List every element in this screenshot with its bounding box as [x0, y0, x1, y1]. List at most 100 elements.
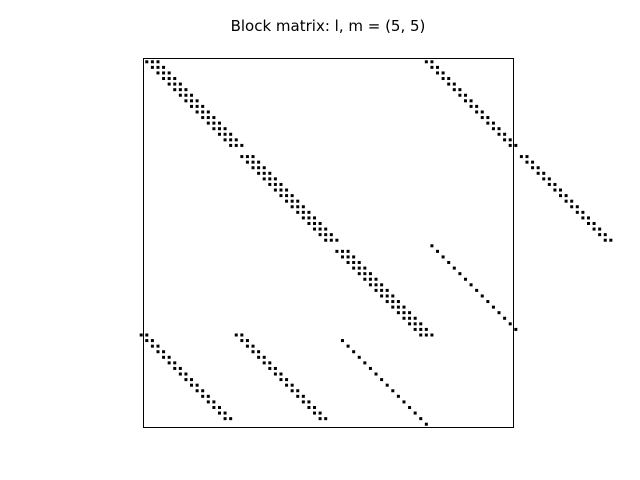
matrix-entry — [463, 99, 467, 103]
matrix-entry — [357, 266, 361, 270]
matrix-entry — [357, 272, 361, 276]
matrix-entry — [447, 261, 451, 265]
matrix-entry — [402, 400, 406, 404]
matrix-entry — [195, 389, 199, 393]
matrix-entry — [396, 394, 400, 398]
matrix-entry — [206, 394, 210, 398]
matrix-entry — [240, 333, 244, 337]
matrix-entry — [598, 233, 602, 237]
matrix-entry — [290, 199, 294, 203]
matrix-entry — [463, 93, 467, 97]
matrix-entry — [145, 333, 149, 337]
matrix-entry — [296, 394, 300, 398]
matrix-entry — [436, 71, 440, 75]
matrix-entry — [257, 171, 261, 175]
matrix-entry — [290, 389, 294, 393]
matrix-entry — [396, 305, 400, 309]
matrix-entry — [402, 311, 406, 315]
matrix-entry — [240, 339, 244, 343]
matrix-entry — [424, 60, 428, 64]
matrix-entry — [201, 104, 205, 108]
matrix-entry — [150, 60, 154, 64]
matrix-entry — [553, 188, 557, 192]
matrix-entry — [603, 238, 607, 242]
matrix-entry — [497, 311, 501, 315]
matrix-entry — [273, 372, 277, 376]
matrix-entry — [447, 82, 451, 86]
matrix-entry — [173, 82, 177, 86]
matrix-entry — [396, 300, 400, 304]
matrix-entry — [145, 60, 149, 64]
matrix-entry — [503, 138, 507, 142]
matrix-entry — [447, 77, 451, 81]
matrix-entry — [229, 417, 233, 421]
matrix-entry — [178, 82, 182, 86]
matrix-entry — [346, 261, 350, 265]
matrix-entry — [167, 71, 171, 75]
matrix-entry — [547, 182, 551, 186]
matrix-entry — [173, 366, 177, 370]
matrix-entry — [536, 171, 540, 175]
matrix-entry — [419, 333, 423, 337]
matrix-entry — [223, 127, 227, 131]
matrix-entry — [480, 116, 484, 120]
matrix-entry — [279, 194, 283, 198]
matrix-entry — [307, 405, 311, 409]
matrix-entry — [542, 177, 546, 181]
matrix-entry — [586, 216, 590, 220]
matrix-entry — [251, 160, 255, 164]
matrix-entry — [486, 300, 490, 304]
matrix-entry — [223, 138, 227, 142]
matrix-entry — [184, 93, 188, 97]
matrix-entry — [581, 210, 585, 214]
matrix-entry — [268, 171, 272, 175]
matrix-entry — [357, 261, 361, 265]
matrix-entry — [212, 405, 216, 409]
matrix-entry — [380, 294, 384, 298]
matrix-entry — [575, 205, 579, 209]
matrix-entry — [408, 311, 412, 315]
matrix-entry — [162, 350, 166, 354]
matrix-entry — [229, 132, 233, 136]
matrix-entry — [525, 155, 529, 159]
matrix-entry — [391, 305, 395, 309]
matrix-entry — [201, 110, 205, 114]
matrix-entry — [402, 316, 406, 320]
matrix-entry — [475, 288, 479, 292]
matrix-entry — [603, 233, 607, 237]
matrix-entry — [167, 361, 171, 365]
matrix-entry — [559, 194, 563, 198]
matrix-entry — [212, 400, 216, 404]
matrix-entry — [268, 182, 272, 186]
matrix-entry — [162, 77, 166, 81]
matrix-entry — [553, 182, 557, 186]
matrix-entry — [363, 361, 367, 365]
matrix-entry — [217, 411, 221, 415]
matrix-entry — [329, 233, 333, 237]
matrix-entry — [296, 205, 300, 209]
matrix-entry — [564, 199, 568, 203]
matrix-entry — [598, 227, 602, 231]
matrix-entry — [178, 93, 182, 97]
matrix-entry — [257, 160, 261, 164]
matrix-entry — [156, 71, 160, 75]
matrix-entry — [380, 283, 384, 287]
matrix-entry — [413, 411, 417, 415]
matrix-entry — [391, 389, 395, 393]
matrix-entry — [480, 110, 484, 114]
matrix-entry — [201, 394, 205, 398]
matrix-entry — [190, 383, 194, 387]
matrix-entry — [245, 155, 249, 159]
matrix-entry — [206, 121, 210, 125]
matrix-entry — [245, 160, 249, 164]
matrix-entry — [441, 77, 445, 81]
matrix-entry — [223, 411, 227, 415]
matrix-entry — [206, 116, 210, 120]
matrix-entry — [503, 316, 507, 320]
matrix-entry — [217, 132, 221, 136]
matrix-entry — [531, 160, 535, 164]
matrix-entry — [217, 405, 221, 409]
matrix-entry — [324, 227, 328, 231]
matrix-entry — [257, 355, 261, 359]
matrix-entry — [296, 210, 300, 214]
